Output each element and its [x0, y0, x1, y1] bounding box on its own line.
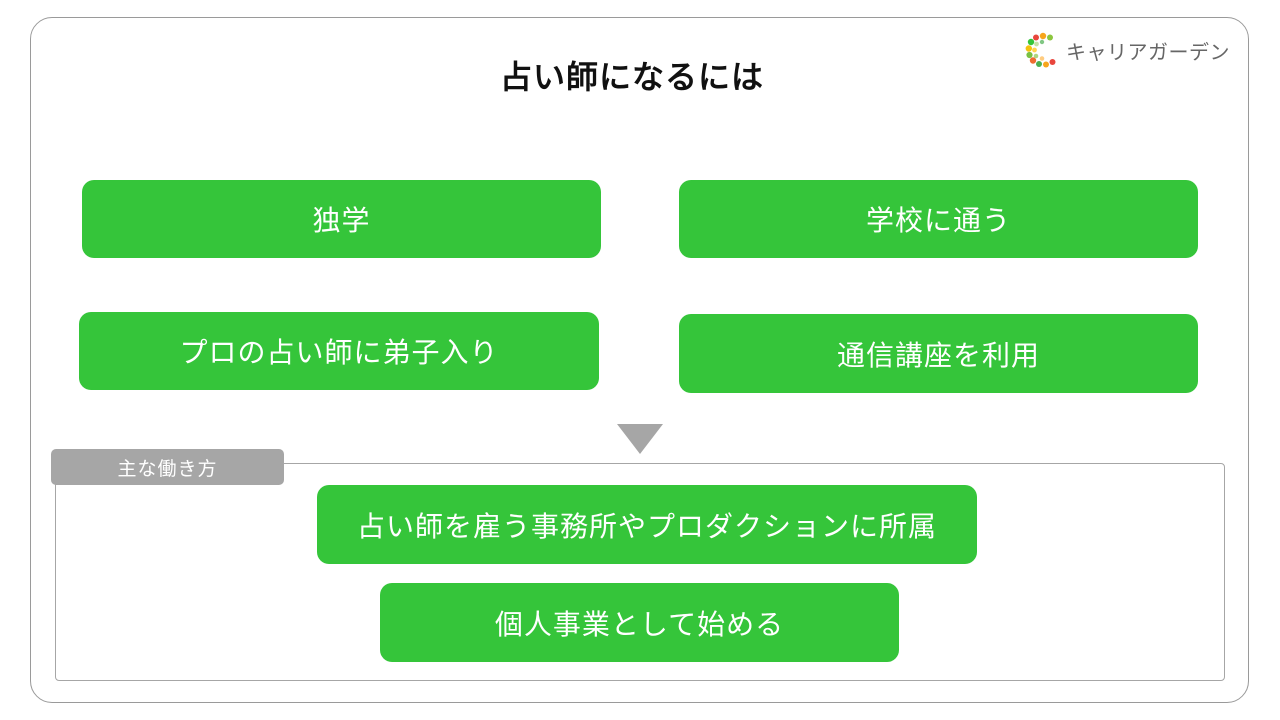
path-correspondence-course: 通信講座を利用 — [679, 314, 1198, 393]
brand-logo: キャリアガーデン — [1024, 31, 1230, 69]
page-title: 占い師になるには — [499, 58, 764, 96]
path-attend-school: 学校に通う — [679, 180, 1198, 258]
work-styles-label: 主な働き方 — [51, 449, 284, 485]
work-style-independent: 個人事業として始める — [380, 583, 899, 662]
down-arrow-icon — [617, 424, 663, 454]
path-self-study: 独学 — [82, 180, 601, 258]
path-apprenticeship: プロの占い師に弟子入り — [79, 312, 599, 390]
logo-text: キャリアガーデン — [1066, 39, 1230, 64]
work-style-agency: 占い師を雇う事務所やプロダクションに所属 — [317, 485, 977, 564]
career-garden-logo-icon — [1025, 32, 1056, 68]
